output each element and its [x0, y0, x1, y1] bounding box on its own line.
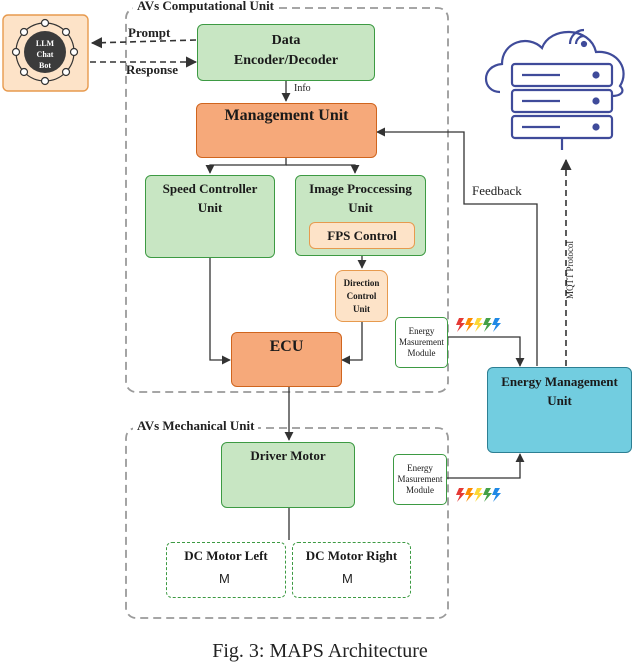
- energy-measurement-top-label: Energy Masurement Module: [399, 326, 444, 358]
- direction-control-node: Direction Control Unit: [335, 270, 388, 322]
- mgmt-to-speed-arrow: [205, 158, 287, 174]
- fps-control-node: FPS Control: [309, 222, 415, 249]
- info-label: Info: [294, 83, 311, 94]
- ecu-node: ECU: [231, 332, 342, 387]
- computational-unit-label: AVs Computational Unit: [133, 0, 279, 14]
- cloud-server-icon: [485, 28, 625, 150]
- driver-motor-label: Driver Motor: [250, 448, 326, 463]
- dc-motor-right-node: DC Motor Right: [292, 542, 411, 598]
- direction-to-ecu-arrow: [341, 322, 363, 365]
- energy-management-unit-label: Energy Management Unit: [501, 374, 618, 408]
- prompt-label: Prompt: [128, 25, 171, 40]
- dc-motor-right-label: DC Motor Right: [305, 548, 398, 563]
- mqtt-label: MQTT Protocol: [565, 240, 575, 300]
- data-encoder-decoder-node: Data Encoder/Decoder: [197, 24, 375, 81]
- management-unit-label: Management Unit: [224, 107, 349, 124]
- dc-motor-left-m: M: [219, 571, 230, 586]
- management-unit-node: Management Unit: [196, 103, 377, 158]
- feedback-label: Feedback: [472, 183, 522, 198]
- mechanical-unit-label: AVs Mechanical Unit: [133, 418, 259, 434]
- computational-unit-group: [125, 7, 449, 393]
- feedback-arrow: [376, 127, 538, 366]
- fps-control-label: FPS Control: [327, 228, 397, 243]
- speed-controller-node: Speed Controller Unit: [145, 175, 275, 258]
- response-label: Response: [126, 62, 179, 77]
- dc-motor-left-node: DC Motor Left: [166, 542, 286, 598]
- direction-control-label: Direction Control Unit: [343, 277, 380, 314]
- dc-motor-left-label: DC Motor Left: [184, 548, 268, 563]
- energy-measurement-module-top: Energy Masurement Module: [395, 317, 448, 368]
- speed-controller-label: Speed Controller Unit: [162, 181, 258, 215]
- llm-chatbot-label: LLM Chat Bot: [35, 39, 55, 70]
- energy-top-to-emu-arrow: [447, 336, 525, 367]
- mgmt-to-image-arrow: [286, 164, 360, 174]
- dc-motor-right-m: M: [342, 571, 353, 586]
- lightning-bolts-bottom: [456, 488, 501, 502]
- speed-to-ecu-arrow: [209, 258, 231, 365]
- ecu-label: ECU: [269, 338, 304, 355]
- llm-chatbot-icon: [11, 18, 79, 86]
- driver-motor-node: Driver Motor: [221, 442, 355, 508]
- energy-bottom-to-emu-arrow: [447, 453, 525, 479]
- lightning-bolts-top: [456, 318, 501, 332]
- energy-measurement-module-bottom: Energy Masurement Module: [393, 454, 447, 505]
- energy-management-unit-node: Energy Management Unit: [487, 367, 632, 453]
- prompt-arrow: [90, 37, 197, 49]
- data-encoder-decoder-label: Data Encoder/Decoder: [233, 33, 339, 68]
- image-processing-label: Image Proccessing Unit: [309, 181, 412, 215]
- mechanical-unit-group: [125, 427, 449, 619]
- figure-caption: Fig. 3: MAPS Architecture: [212, 640, 428, 662]
- energy-measurement-bottom-label: Energy Masurement Module: [397, 463, 443, 495]
